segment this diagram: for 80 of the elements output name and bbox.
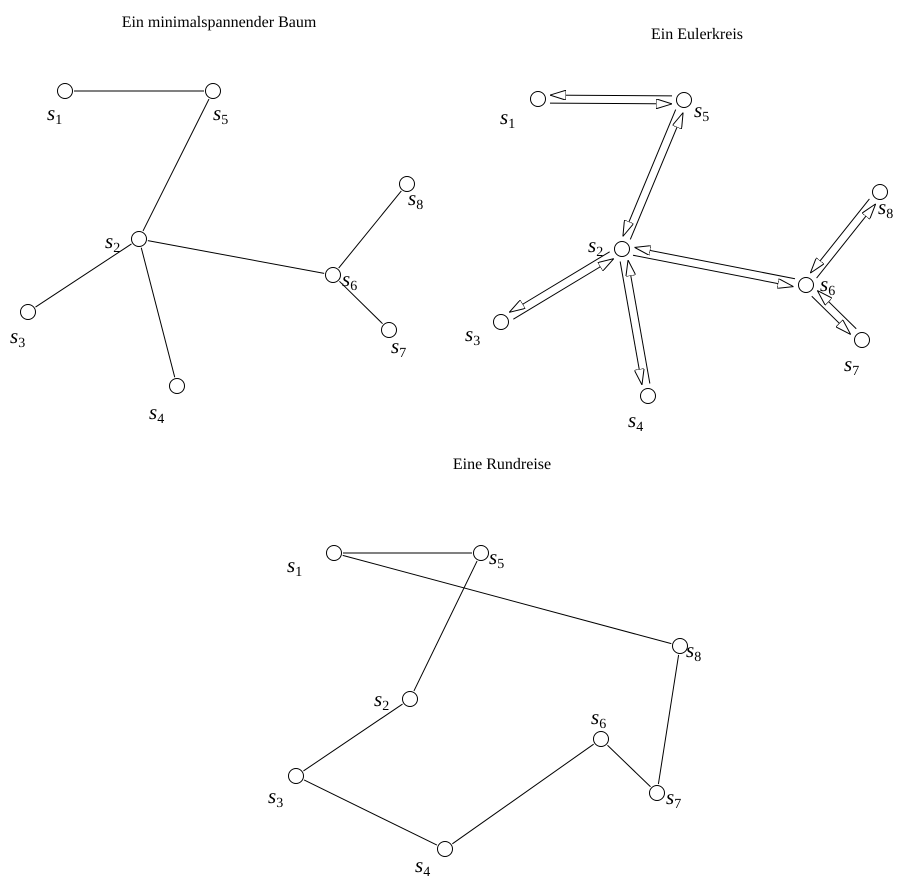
vertex-circle (326, 545, 342, 561)
vertex-label: s$_{6}$ (591, 707, 606, 732)
vertex-circle (649, 785, 665, 801)
vertex-circle (798, 277, 814, 293)
arrow (512, 258, 614, 320)
vertex-circle (205, 83, 221, 99)
vertex-circle (530, 91, 546, 107)
vertex-label: s$_{1}$ (47, 103, 62, 128)
edge-line (342, 552, 472, 554)
vertex-circle (676, 92, 692, 108)
edge-line (142, 98, 210, 232)
vertex-label: s$_{2}$ (588, 235, 604, 260)
edge-line (140, 247, 176, 378)
arrow (634, 245, 796, 280)
vertex-label: s$_{4}$ (149, 402, 164, 427)
vertex-label: s$_{2}$ (105, 231, 120, 256)
vertex-label: s$_{8}$ (686, 640, 702, 665)
vertex-circle (131, 231, 147, 247)
arrow (508, 251, 610, 313)
vertex-circle (169, 378, 185, 394)
vertex-circle (593, 731, 609, 747)
edge-line (413, 560, 478, 692)
edge-line (452, 744, 594, 844)
edge-line (338, 190, 402, 269)
arrow (816, 203, 876, 279)
edge-line (606, 744, 652, 788)
vertex-label: s$_{6}$ (342, 269, 358, 294)
vertex-circle (437, 841, 453, 857)
vertex-circle (493, 314, 509, 330)
vertex-label: s$_{4}$ (415, 855, 430, 880)
arrow (625, 260, 650, 384)
edge-line (304, 779, 438, 846)
vertex-label: s$_{7}$ (391, 336, 406, 361)
arrow (550, 90, 673, 101)
vertex-label: s$_{5}$ (694, 100, 710, 125)
arrow (810, 198, 870, 274)
vertex-label: s$_{3}$ (268, 786, 284, 811)
vertex-circle (872, 184, 888, 200)
graph-title: Ein minimalspannender Baum (122, 14, 316, 32)
arrow (622, 109, 676, 237)
vertex-label: s$_{8}$ (408, 188, 424, 213)
edge-line (658, 654, 680, 785)
edge-line (147, 240, 325, 274)
vertex-circle (473, 545, 489, 561)
vertex-circle (325, 267, 341, 283)
arrow (630, 112, 684, 240)
graph-title: Eine Rundreise (452, 456, 552, 474)
edge-line (74, 90, 204, 92)
vertex-label: s$_{4}$ (628, 410, 644, 435)
vertex-label: s$_{3}$ (465, 324, 480, 349)
vertex-circle (381, 322, 397, 338)
vertex-label: s$_{7}$ (666, 787, 682, 812)
edge-line (342, 554, 672, 644)
vertex-label: s$_{5}$ (489, 547, 504, 572)
vertex-circle (402, 691, 418, 707)
vertex-label: s$_{1}$ (500, 107, 516, 132)
arrow (549, 98, 672, 110)
vertex-label: s$_{7}$ (844, 354, 860, 379)
vertex-circle (20, 304, 36, 320)
vertex-label: s$_{6}$ (820, 274, 836, 299)
vertex-label: s$_{2}$ (374, 689, 390, 714)
vertex-label: s$_{5}$ (213, 103, 228, 128)
arrow (811, 296, 852, 335)
arrow (816, 290, 857, 330)
vertex-circle (672, 638, 688, 654)
vertex-circle (854, 332, 870, 348)
edge-line (35, 243, 132, 308)
arrow (632, 254, 794, 289)
edge-line (338, 280, 384, 324)
arrow (620, 261, 645, 386)
vertex-label: s$_{1}$ (287, 555, 302, 580)
vertex-circle (288, 768, 304, 784)
vertex-circle (399, 176, 415, 192)
vertex-label: s$_{3}$ (10, 326, 26, 351)
vertex-circle (614, 241, 630, 257)
vertex-circle (640, 388, 656, 404)
vertex-circle (57, 83, 73, 99)
vertex-label: s$_{8}$ (878, 197, 894, 222)
edge-line (302, 704, 404, 772)
graph-title: Ein Eulerkreis (651, 26, 743, 44)
